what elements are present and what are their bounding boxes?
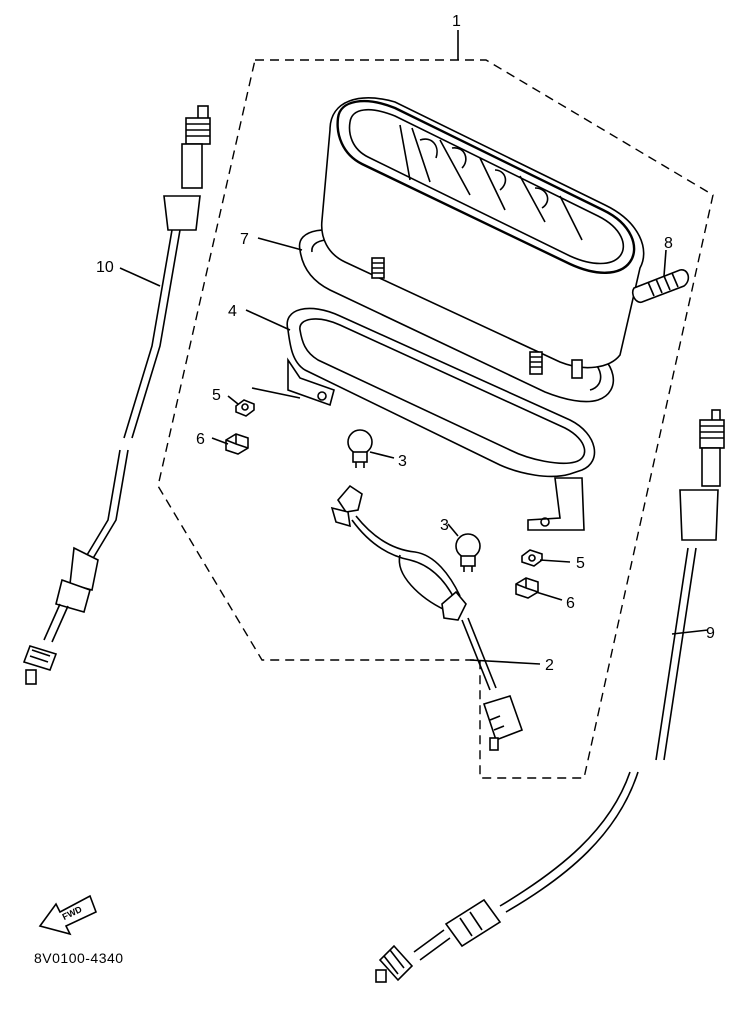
nut-part-6-right (515, 577, 539, 599)
cable-part-9 (375, 409, 725, 983)
bulb-part-3-lower (455, 533, 481, 572)
callout-4: 4 (228, 303, 237, 320)
meter-assembly-part-1 (320, 97, 645, 379)
fwd-arrow-icon: FWD (38, 894, 98, 936)
callout-3-upper: 3 (398, 453, 407, 470)
mounting-studs (371, 257, 583, 379)
washer-part-5-right (521, 549, 543, 567)
callout-1: 1 (452, 13, 461, 30)
callout-8: 8 (664, 235, 673, 252)
washer-part-5-left (235, 399, 255, 417)
bracket-part-4 (286, 307, 596, 531)
assembly-boundary (157, 30, 714, 779)
callout-7: 7 (240, 231, 249, 248)
bulb-part-3-upper (347, 429, 373, 468)
reset-knob-part-8 (631, 269, 690, 304)
callout-6-right: 6 (566, 595, 575, 612)
callout-2: 2 (545, 657, 554, 674)
nut-part-6-left (225, 433, 249, 455)
callout-3-lower: 3 (440, 517, 449, 534)
callout-10: 10 (96, 259, 114, 276)
leader-lines (119, 237, 709, 665)
callout-labels: 1 2 3 3 4 5 5 6 6 7 8 9 10 (96, 13, 715, 674)
cable-part-10 (22, 105, 211, 685)
callout-5-right: 5 (576, 555, 585, 572)
diagram-code: 8V0100-4340 (34, 950, 124, 966)
callout-5-left: 5 (212, 387, 221, 404)
callout-9: 9 (706, 625, 715, 642)
meter-face-detail (399, 124, 583, 241)
wire-harness-part-2 (330, 484, 524, 751)
callout-6-left: 6 (196, 431, 205, 448)
